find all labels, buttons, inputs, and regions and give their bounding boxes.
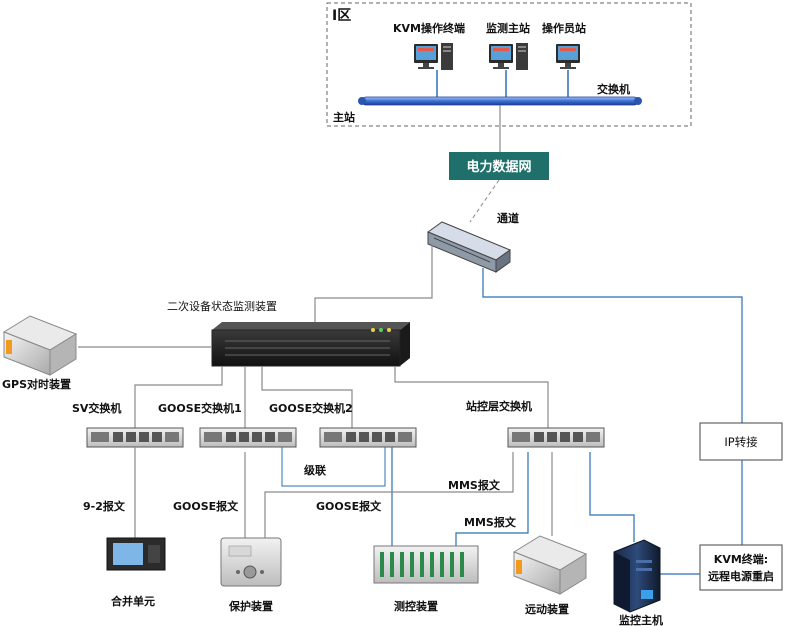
monitor-device-label: 二次设备状态监测装置 — [167, 299, 277, 313]
zone-title: I区 — [332, 8, 351, 24]
ip-converter-box[interactable]: IP转接 — [699, 422, 783, 461]
measure-control-label: 测控装置 — [394, 599, 438, 613]
monitor-host-label: 监控主机 — [619, 613, 663, 626]
monitor-host-device[interactable] — [613, 539, 661, 613]
merging-unit-label: 合并单元 — [111, 594, 155, 608]
merging-unit-device[interactable] — [106, 537, 166, 571]
gps-label: GPS对时装置 — [2, 377, 71, 391]
mms-msg2-label: MMS报文 — [464, 515, 517, 529]
power-data-network[interactable]: 电力数据网 — [449, 152, 549, 180]
kvm-terminal-box[interactable]: KVM终端: 远程电源重启 — [699, 544, 783, 591]
telecontrol-label: 远动装置 — [525, 602, 569, 616]
gps-device[interactable] — [2, 315, 78, 376]
kvm-terminal-workstation[interactable] — [414, 43, 453, 70]
kvm-box-line1: KVM终端: — [714, 552, 768, 566]
monitor-master-label: 监测主站 — [486, 21, 530, 35]
goose-switch-2[interactable] — [319, 427, 417, 448]
station-label: 主站 — [333, 110, 355, 124]
state-monitor-device[interactable] — [211, 322, 410, 367]
msg-92-label: 9-2报文 — [83, 499, 126, 513]
kvm-terminal-label: KVM操作终端 — [393, 21, 465, 35]
protection-device[interactable] — [220, 537, 282, 587]
operator-station-label: 操作员站 — [542, 21, 586, 35]
sv-switch[interactable] — [86, 427, 184, 448]
kvm-box-line2: 远程电源重启 — [708, 569, 774, 583]
monitor-master-workstation[interactable] — [489, 43, 528, 70]
channel-label: 通道 — [497, 211, 519, 225]
goose-msg1-label: GOOSE报文 — [173, 499, 239, 513]
router-device[interactable] — [426, 221, 512, 273]
mms-msg1-label: MMS报文 — [448, 478, 501, 492]
sv-switch-label: SV交换机 — [72, 401, 121, 415]
goose-switch2-label: GOOSE交换机2 — [269, 401, 353, 415]
measure-control-device[interactable] — [373, 545, 479, 584]
protection-label: 保护装置 — [228, 599, 273, 613]
goose-switch-1[interactable] — [199, 427, 297, 448]
goose-msg2-label: GOOSE报文 — [316, 499, 382, 513]
operator-station-workstation[interactable] — [556, 44, 580, 69]
channel-link — [469, 179, 500, 223]
network-label: 电力数据网 — [466, 159, 531, 175]
ip-convert-label: IP转接 — [724, 435, 758, 449]
goose-switch1-label: GOOSE交换机1 — [158, 401, 242, 415]
master-switch-bus — [358, 96, 642, 106]
cascade-label: 级联 — [303, 463, 326, 477]
switch-label: 交换机 — [597, 82, 630, 96]
telecontrol-device[interactable] — [512, 535, 588, 595]
zone-boundary — [326, 2, 692, 127]
station-control-switch[interactable] — [507, 427, 605, 448]
station-switch-label: 站控层交换机 — [466, 399, 532, 413]
